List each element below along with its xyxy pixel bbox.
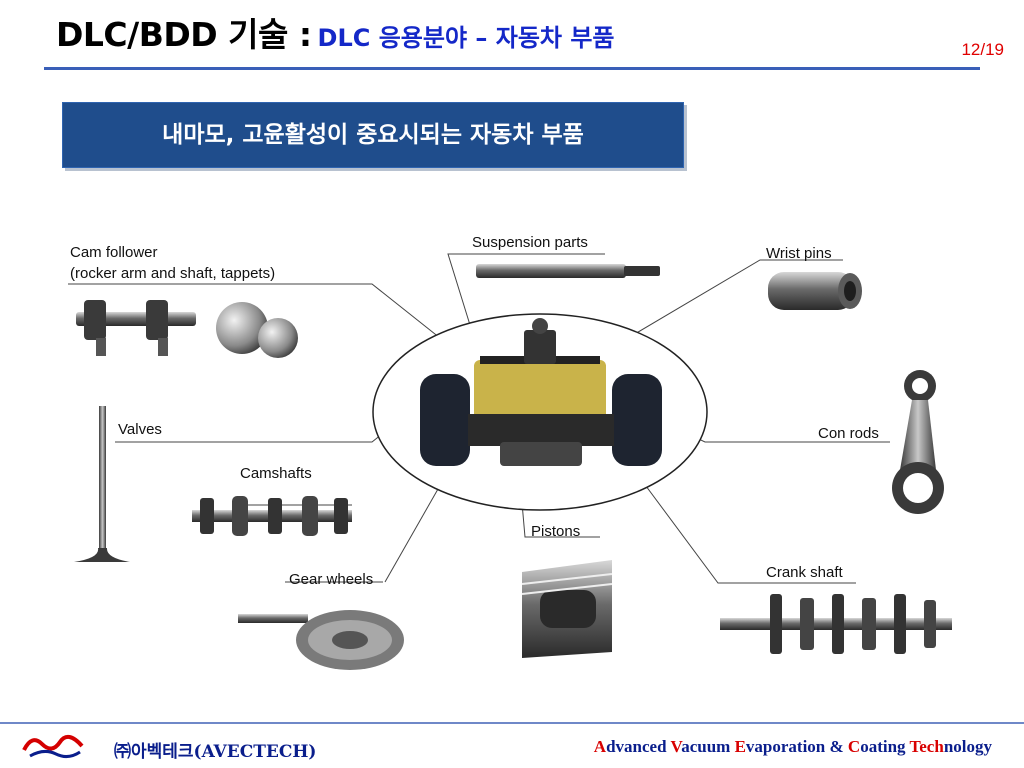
label-pistons: Pistons [531, 523, 580, 540]
connector-lines [68, 253, 890, 584]
label-cam-follower-detail: (rocker arm and shaft, tappets) [70, 265, 275, 282]
company-tagline: Advanced Vacuum Evaporation & Coating Te… [594, 737, 992, 757]
camshaft-image [192, 496, 352, 536]
tagline-segment: Tech [909, 737, 944, 756]
footer-divider [0, 722, 1024, 724]
label-cam-follower: Cam follower [70, 244, 158, 261]
label-wrist-pins: Wrist pins [766, 245, 832, 262]
tagline-segment: vaporation & [745, 737, 848, 756]
tagline-segment: acuum [681, 737, 735, 756]
section-banner: 내마모, 고윤활성이 중요시되는 자동차 부품 [62, 102, 684, 168]
title-sub: DLC 응용분야 – 자동차 부품 [317, 24, 615, 52]
tagline-segment: nology [943, 737, 992, 756]
company-logo [22, 734, 84, 759]
label-suspension-parts: Suspension parts [472, 234, 588, 251]
company-name: ㈜아벡테크(AVECTECH) [114, 742, 317, 762]
title-main: DLC/BDD 기술 : [56, 15, 312, 54]
cam-follower-image [76, 300, 298, 358]
page-title: DLC/BDD 기술 :DLC 응용분야 – 자동차 부품 [56, 10, 615, 60]
header-divider [44, 67, 980, 70]
race-car-image [420, 318, 662, 466]
label-camshafts: Camshafts [240, 465, 312, 482]
tagline-segment: V [670, 737, 682, 756]
label-gear-wheels: Gear wheels [289, 571, 373, 588]
piston-image [521, 560, 613, 658]
label-valves: Valves [118, 421, 162, 438]
label-con-rods: Con rods [818, 425, 879, 442]
page-number: 12/19 [961, 40, 1004, 59]
tagline-segment: C [847, 737, 861, 756]
tagline-segment: dvanced [606, 737, 671, 756]
crank-shaft-image [720, 594, 952, 654]
tagline-segment: E [734, 737, 746, 756]
tagline-segment: A [593, 737, 607, 756]
gear-wheel-image [238, 610, 404, 670]
parts-diagram: Cam follower (rocker arm and shaft, tapp… [68, 234, 952, 670]
suspension-part-image [476, 264, 660, 278]
valve-image [74, 406, 130, 562]
tagline-segment: oating [860, 737, 910, 756]
wrist-pin-image [768, 272, 862, 310]
label-crank-shaft: Crank shaft [766, 564, 844, 581]
con-rod-image [892, 370, 944, 514]
